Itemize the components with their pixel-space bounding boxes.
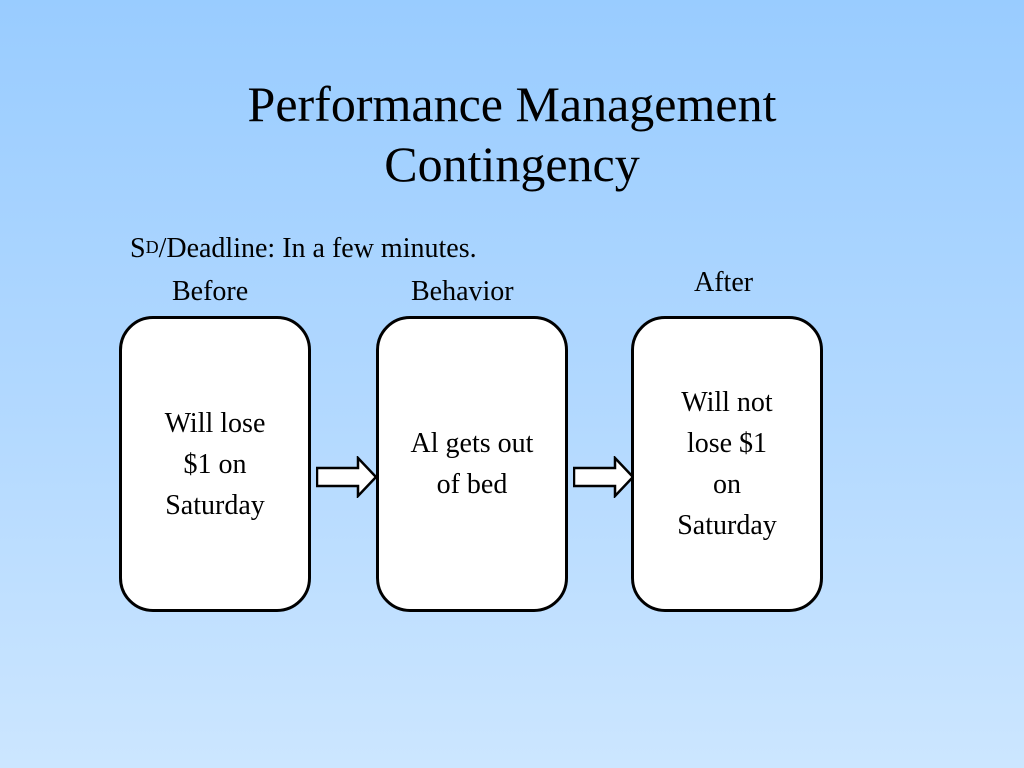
sd-text: /Deadline: In a few minutes. — [158, 233, 477, 264]
before-column-label: Before — [172, 276, 249, 307]
sd-superscript: D — [145, 237, 159, 257]
arrow-right-icon — [573, 456, 635, 498]
behavior-box: Al gets out of bed — [376, 316, 568, 612]
behavior-box-text: Al gets out of bed — [410, 428, 534, 500]
slide-title: Performance Management Contingency — [247, 76, 777, 192]
before-box-text: Will lose $1 on Saturday — [164, 407, 266, 521]
after-box-text: Will not lose $1 on Saturday — [677, 387, 777, 541]
discriminative-stimulus-line: SD/Deadline: In a few minutes. — [130, 233, 477, 265]
before-box: Will lose $1 on Saturday — [119, 316, 311, 612]
sd-letter: S — [130, 233, 146, 264]
after-box: Will not lose $1 on Saturday — [631, 316, 823, 612]
behavior-column-label: Behavior — [411, 276, 514, 307]
after-column-label: After — [694, 267, 754, 298]
arrow-right-icon — [316, 456, 378, 498]
